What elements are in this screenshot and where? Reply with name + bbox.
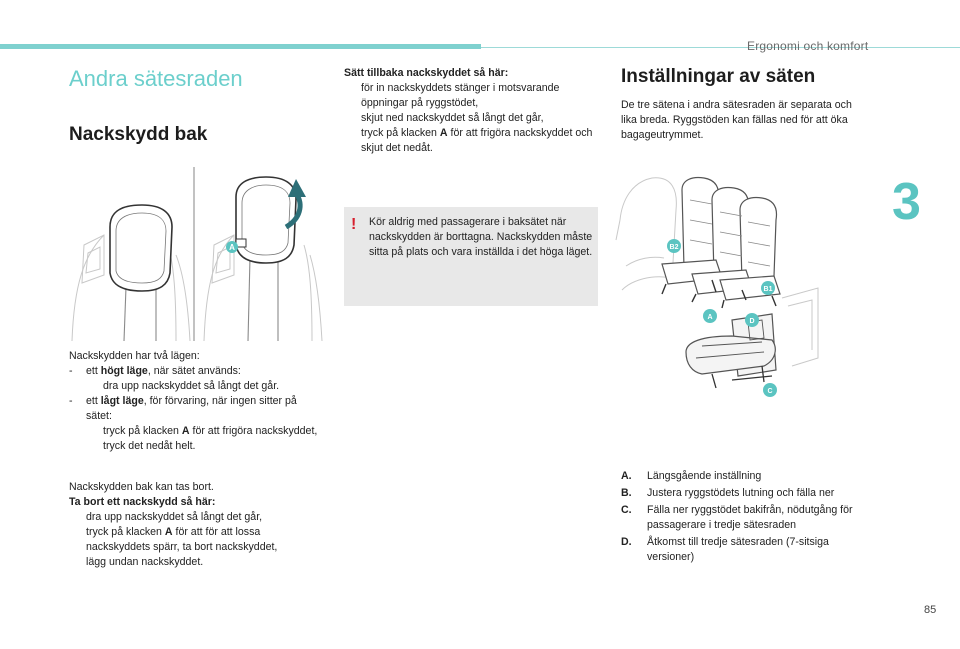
positions-intro: Nackskydden har två lägen: bbox=[69, 350, 200, 362]
legend-key: D. bbox=[621, 536, 632, 548]
legend-item-b: B. Justera ryggstödets lutning och fälla… bbox=[621, 486, 871, 501]
legend-key: A. bbox=[621, 470, 632, 482]
headrest-illustration: A bbox=[71, 167, 323, 342]
key-a: A bbox=[439, 127, 448, 139]
warning-exclamation-icon: ! bbox=[351, 216, 357, 233]
headrest-positions-text: Nackskydden har två lägen: - ett högt läg… bbox=[69, 349, 321, 454]
seat-settings-intro: De tre sätena i andra sätesraden är sepa… bbox=[621, 99, 852, 141]
low-position-label: lågt läge bbox=[100, 395, 144, 407]
remove-title: Ta bort ett nackskydd så här: bbox=[69, 496, 216, 508]
dash-marker: - bbox=[69, 395, 73, 407]
refit-step-3b: för att frigöra nackskyddet och skjut de… bbox=[361, 127, 593, 154]
badge-d: D bbox=[749, 318, 754, 325]
legend-key: B. bbox=[621, 487, 632, 499]
header-accent-bar bbox=[0, 44, 481, 49]
low-step-b: för att frigöra nackskyddet, tryck det n… bbox=[103, 425, 318, 452]
badge-c: C bbox=[767, 388, 772, 395]
key-a: A bbox=[164, 526, 173, 538]
remove-step-2b: för att för att lossa nackskyddets spärr… bbox=[86, 526, 278, 553]
section-title: Andra sätesraden bbox=[69, 66, 243, 91]
remove-step-3: lägg undan nackskyddet. bbox=[86, 556, 204, 568]
headrest-refit-text: Sätt tillbaka nackskyddet så här: för in… bbox=[344, 66, 598, 156]
removable-note: Nackskydden bak kan tas bort. bbox=[69, 481, 214, 493]
seat-settings-title: Inställningar av säten bbox=[621, 66, 816, 87]
refit-step-2: skjut ned nackskyddet så långt det går, bbox=[361, 112, 544, 124]
key-a: A bbox=[181, 425, 190, 437]
remove-step-2a: tryck på klacken bbox=[86, 526, 165, 538]
legend-text: Längsgående inställning bbox=[647, 470, 762, 482]
high-position-suffix: , när sätet används: bbox=[147, 365, 241, 377]
legend-item-c: C. Fälla ner ryggstödet bakifrån, nödutg… bbox=[621, 503, 871, 533]
warning-text: Kör aldrig med passagerare i baksätet nä… bbox=[369, 216, 593, 258]
legend-key: C. bbox=[621, 504, 632, 516]
badge-b2: B2 bbox=[670, 244, 679, 251]
header-divider-line bbox=[481, 47, 960, 48]
refit-step-1: för in nackskyddets stänger i motsvarand… bbox=[361, 82, 560, 109]
legend-text: Fälla ner ryggstödet bakifrån, nödutgång… bbox=[647, 504, 853, 531]
remove-step-1: dra upp nackskyddet så långt det går, bbox=[86, 511, 263, 523]
low-step-a: tryck på klacken bbox=[103, 425, 182, 437]
chapter-number: 3 bbox=[892, 173, 921, 231]
chapter-header-title: Ergonomi och komfort bbox=[747, 39, 869, 53]
warning-box bbox=[344, 207, 598, 306]
high-position-label: högt läge bbox=[100, 365, 148, 377]
badge-a: A bbox=[707, 314, 712, 321]
high-position-step: dra upp nackskyddet så långt det går. bbox=[103, 380, 280, 392]
label-a-badge: A bbox=[229, 243, 235, 252]
low-position-prefix: ett bbox=[86, 395, 101, 407]
refit-title: Sätt tillbaka nackskyddet så här: bbox=[344, 67, 509, 79]
refit-step-3a: tryck på klacken bbox=[361, 127, 440, 139]
seat-illustration: B2 B1 A D C bbox=[615, 176, 819, 397]
headrest-subtitle: Nackskydd bak bbox=[69, 124, 208, 145]
page-number: 85 bbox=[924, 604, 937, 616]
low-position-suffix: , för förvaring, när ingen sitter på sät… bbox=[86, 395, 297, 422]
high-position-prefix: ett bbox=[86, 365, 101, 377]
dash-marker: - bbox=[69, 365, 73, 377]
headrest-removal-text: Nackskydden bak kan tas bort. Ta bort et… bbox=[69, 480, 321, 570]
badge-b1: B1 bbox=[764, 286, 773, 293]
legend-item-a: A. Längsgående inställning bbox=[621, 469, 871, 484]
legend-item-d: D. Åtkomst till tredje sätesraden (7-sit… bbox=[621, 535, 871, 565]
legend-text: Justera ryggstödets lutning och fälla ne… bbox=[647, 487, 835, 499]
legend-text: Åtkomst till tredje sätesraden (7-sitsig… bbox=[647, 536, 829, 563]
